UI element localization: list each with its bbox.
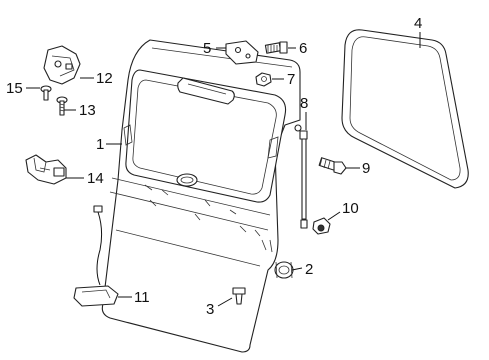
tailgate-latch [25,154,67,185]
hinge-nut [255,72,272,87]
callout-1: 1 [96,136,104,153]
callout-13: 13 [79,102,96,119]
latch-actuator [43,45,81,85]
callout-9: 9 [362,160,370,177]
callout-6: 6 [299,40,307,57]
liftgate-panel [101,39,302,353]
latch-bolt [56,96,68,116]
callout-8: 8 [300,95,308,112]
callout-10: 10 [342,200,359,217]
ball-stud [318,157,347,175]
callout-14: 14 [87,170,104,187]
grommet [274,261,294,279]
liftgate-switch-harness [73,205,119,307]
callout-3: 3 [206,301,214,318]
callout-15: 15 [6,80,23,97]
clip [232,287,246,305]
hinge-bolt [264,41,288,54]
hinge-plate [225,40,259,65]
callout-12: 12 [96,70,113,87]
screw [40,85,52,101]
leader-lines [26,32,421,307]
weatherstrip-seal [341,29,469,189]
bumper-stop [312,217,331,235]
callout-11: 11 [134,289,150,306]
gas-lift-strut [299,130,308,229]
callout-4: 4 [414,15,422,32]
callout-2: 2 [305,261,313,278]
callout-5: 5 [203,40,211,57]
callout-7: 7 [287,71,295,88]
